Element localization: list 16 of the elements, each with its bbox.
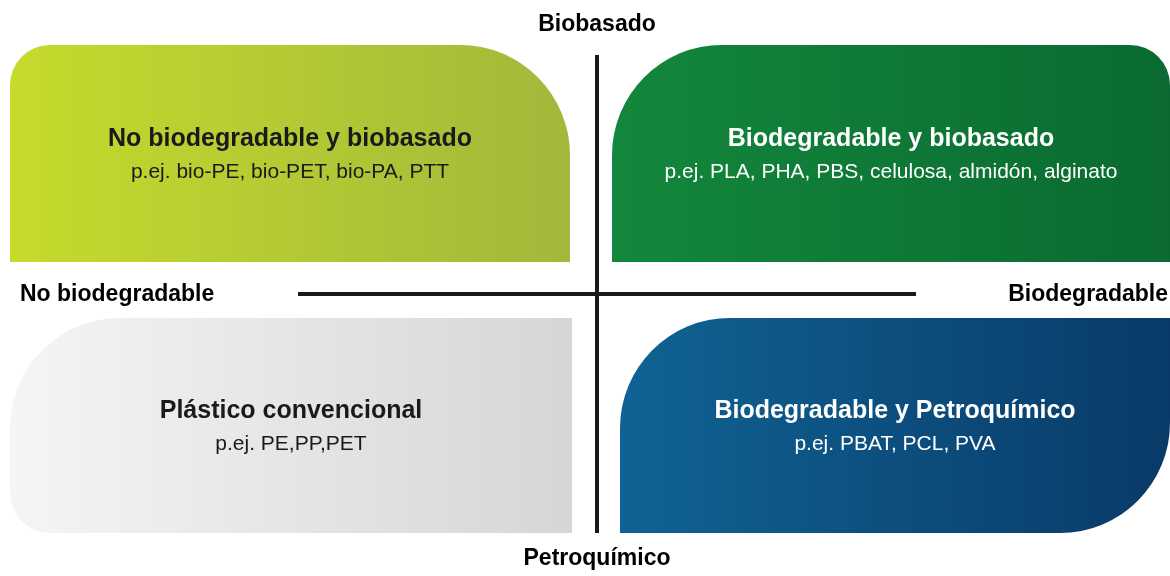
quadrant-card — [612, 45, 1170, 262]
example-text: p.ej. PE,PP,PET — [215, 430, 367, 456]
example-text: p.ej. bio-PE, bio-PET, bio-PA, PTT — [130, 158, 450, 184]
quadrant-title: Biodegradable y Petroquímico — [714, 394, 1076, 425]
quadrant-title: Plástico convencional — [159, 394, 423, 425]
quadrant-card — [10, 318, 572, 533]
example-text: p.ej. PBAT, PCL, PVA — [794, 430, 996, 456]
axis-label: Biodegradable — [1008, 280, 1168, 307]
quadrant-title: No biodegradable y biobasado — [108, 122, 472, 153]
axis-label: Biobasado — [538, 10, 656, 37]
axis-label: No biodegradable — [20, 280, 215, 307]
quadrant-card — [620, 318, 1170, 533]
axis-label: Petroquímico — [523, 544, 671, 571]
quadrant-card — [10, 45, 570, 262]
example-text: p.ej. PLA, PHA, PBS, celulosa, almidón, alginato — [664, 158, 1118, 184]
quadrant-title: Biodegradable y biobasado — [727, 122, 1055, 153]
